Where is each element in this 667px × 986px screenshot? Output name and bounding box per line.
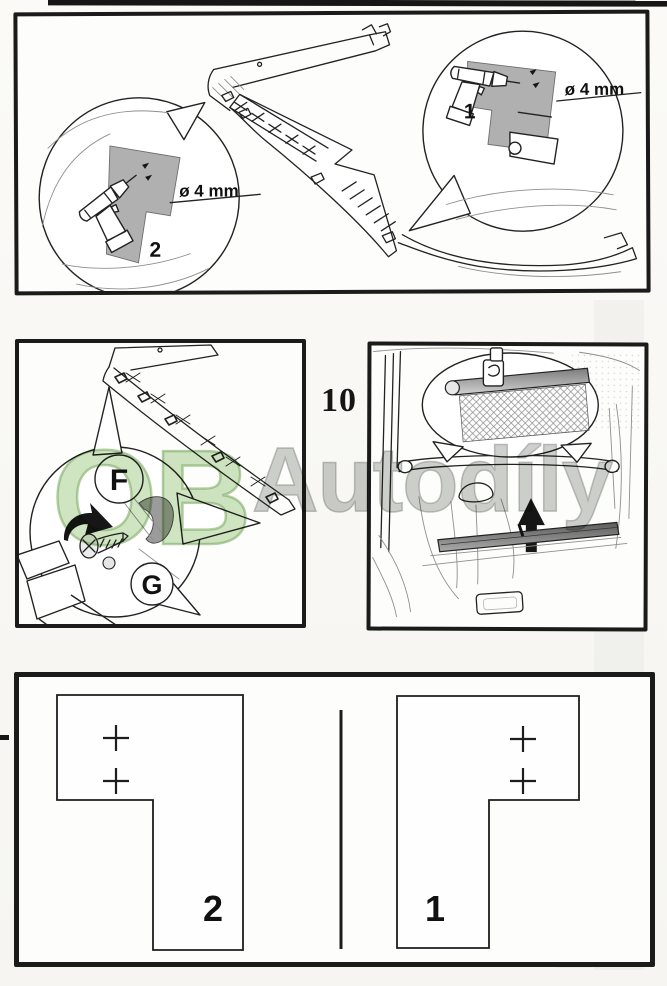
drilling-illustration: 2 ø 4 mm 1 [38,23,642,292]
drill-point-marks [529,69,540,89]
trim-rib-section [341,181,396,232]
trim-hatch-channel [234,101,316,155]
sill-strip-drawing [422,521,628,615]
trim-piece-drawing [102,344,296,516]
diameter-underline-left [169,193,261,204]
screw-icon [79,532,129,570]
step-number: 10 [321,382,357,419]
headrest-sketch [458,482,494,503]
magnifier-callout-left: 2 [38,97,240,292]
fastener-illustration: F G [19,344,296,624]
templates-illustration: 2 1 [56,694,580,951]
print-margin-tick [0,735,9,740]
blind-mesh [458,383,590,443]
screw-hole-sketch [508,141,522,155]
callout-letter-f: F [110,464,128,497]
sill-strip-drawing [397,232,638,278]
trim-piece-drawing [207,23,638,278]
figure-panel-templates: 2 1 [14,672,655,967]
clip-shaded-shape [138,496,174,544]
drill-point-cross-icon [510,726,536,794]
callout-circle-f [94,454,144,504]
hole-number-left: 2 [149,239,161,262]
figure-panel-fastener: F G [15,339,306,628]
scan-edge-top [47,0,667,7]
callout-letter-g: G [141,570,162,600]
callout-circle-g [130,562,174,606]
figure-panel-drilling: 2 ø 4 mm 1 [13,9,651,296]
drill-icon [78,174,137,254]
template-number-left: 2 [203,888,223,929]
insert-arrow-icon [517,498,545,553]
drill-point-cross-icon [103,725,129,794]
bracket-sketch [19,540,116,624]
drill-template-left: 2 [56,694,244,951]
drill-point-marks [142,162,153,181]
diameter-label-right: ø 4 mm [565,80,625,99]
trunk-illustration [372,347,642,618]
drill-icon [445,65,521,127]
diameter-label-left: ø 4 mm [179,181,239,200]
drill-template-right: 1 [396,695,580,949]
magnifier-callout-blind [421,347,599,463]
clip-icon [221,90,397,244]
diameter-underline-right [556,92,642,102]
trim-hatch-channel [125,372,266,487]
hole-number-right: 1 [464,100,476,123]
clip-icon [114,372,279,504]
rotate-arrow-icon [63,503,113,541]
magnifier-callout-fastener: F G [19,386,261,624]
magnifier-callout-right: 1 [408,30,624,232]
template-number-right: 1 [425,888,445,929]
blind-bracket [482,347,505,387]
figure-panel-trunk [366,341,649,632]
